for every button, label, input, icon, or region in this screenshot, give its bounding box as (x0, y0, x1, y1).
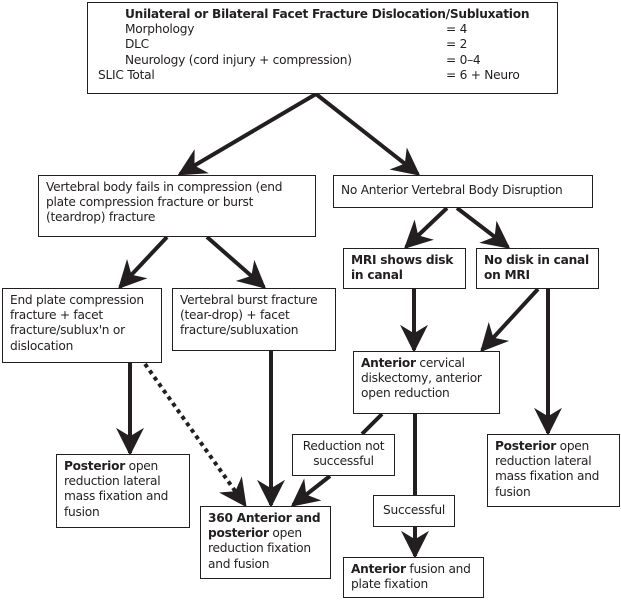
node-no-anterior-disruption: No Anterior Vertebral Body Disruption (333, 175, 593, 208)
score-label: DLC (125, 37, 149, 52)
node-bold-text: Anterior (361, 356, 416, 370)
score-total-value: = 6 + Neuro (446, 67, 520, 82)
node-posterior-fixation-right: Posterior open reduction lateral mass fi… (487, 434, 620, 507)
node-bold-text: Posterior (495, 439, 556, 453)
node-end-plate-fracture: End plate compression fracture + facet f… (2, 288, 162, 363)
node-compression-failure: Vertebral body fails in compression (end… (38, 175, 316, 237)
arrow-compression-to-burst (205, 235, 267, 289)
score-label: Morphology (125, 22, 195, 37)
node-text: Vertebral burst fracture (tear-drop) + f… (180, 293, 318, 338)
node-text: open reduction fixation and fusion (208, 526, 311, 571)
node-bold-text: Anterior (351, 562, 406, 576)
score-row-neurology: Neurology (cord injury + compression) = … (98, 53, 547, 68)
score-row-total: SLIC Total = 6 + Neuro (98, 68, 547, 83)
score-value: = 4 (446, 22, 468, 37)
node-bold-text: No disk in canal on MRI (484, 253, 589, 283)
node-anterior-diskectomy: Anterior cervical diskectomy, anterior o… (353, 351, 500, 414)
node-text: open reduction lateral mass fixation and… (64, 459, 169, 519)
node-burst-fracture: Vertebral burst fracture (tear-drop) + f… (172, 288, 336, 351)
node-bold-text: Posterior (64, 459, 125, 473)
score-row-morphology: Morphology = 4 (98, 22, 547, 37)
arrow-noanterior-to-mri (403, 206, 449, 249)
slic-title: Unilateral or Bilateral Facet Fracture D… (125, 7, 530, 21)
node-bold-text: 360 Anterior and posterior (208, 511, 321, 541)
score-total-label: SLIC Total (98, 67, 155, 82)
node-text: fusion and plate fixation (351, 562, 471, 592)
node-anterior-fusion: Anterior fusion and plate fixation (343, 557, 484, 598)
score-row-dlc: DLC = 2 (98, 37, 547, 52)
node-mri-disk-in-canal: MRI shows disk in canal (343, 248, 466, 289)
node-text: No Anterior Vertebral Body Disruption (341, 183, 563, 197)
arrow-top-to-compression (177, 92, 318, 176)
node-360-fixation: 360 Anterior and posterior open reductio… (200, 506, 331, 579)
node-text: End plate compression fracture + facet f… (10, 293, 144, 353)
node-reduction-not-successful: Reduction not successful (292, 434, 395, 476)
arrow-noanterior-to-nodisk (455, 206, 511, 249)
score-value: = 2 (446, 37, 468, 52)
arrow-top-to-no-anterior (314, 92, 421, 176)
slic-score-box: Unilateral or Bilateral Facet Fracture D… (87, 2, 558, 94)
node-successful: Successful (373, 495, 455, 527)
node-bold-text: MRI shows disk in canal (351, 253, 454, 283)
arrow-compression-to-endplate (118, 235, 169, 290)
node-text: Successful (383, 503, 445, 517)
score-value: = 0–4 (446, 52, 481, 67)
node-no-disk-in-canal: No disk in canal on MRI (476, 248, 599, 289)
node-text: cervical diskectomy, anterior open reduc… (361, 356, 482, 401)
score-label: Neurology (cord injury + compression) (125, 52, 352, 67)
node-text: Vertebral body fails in compression (end… (46, 180, 283, 225)
node-text: Reduction not successful (302, 439, 385, 469)
node-text: open reduction lateral mass fixation and… (495, 439, 600, 499)
arrow-reduction-to-360 (290, 474, 332, 507)
node-posterior-fixation-left: Posterior open reduction lateral mass fi… (56, 454, 190, 528)
line-diskectomy-to-reduction (360, 412, 384, 436)
arrow-nodisk-to-diskectomy (480, 287, 540, 353)
arrow-endplate-to-360-dotted (143, 362, 247, 508)
